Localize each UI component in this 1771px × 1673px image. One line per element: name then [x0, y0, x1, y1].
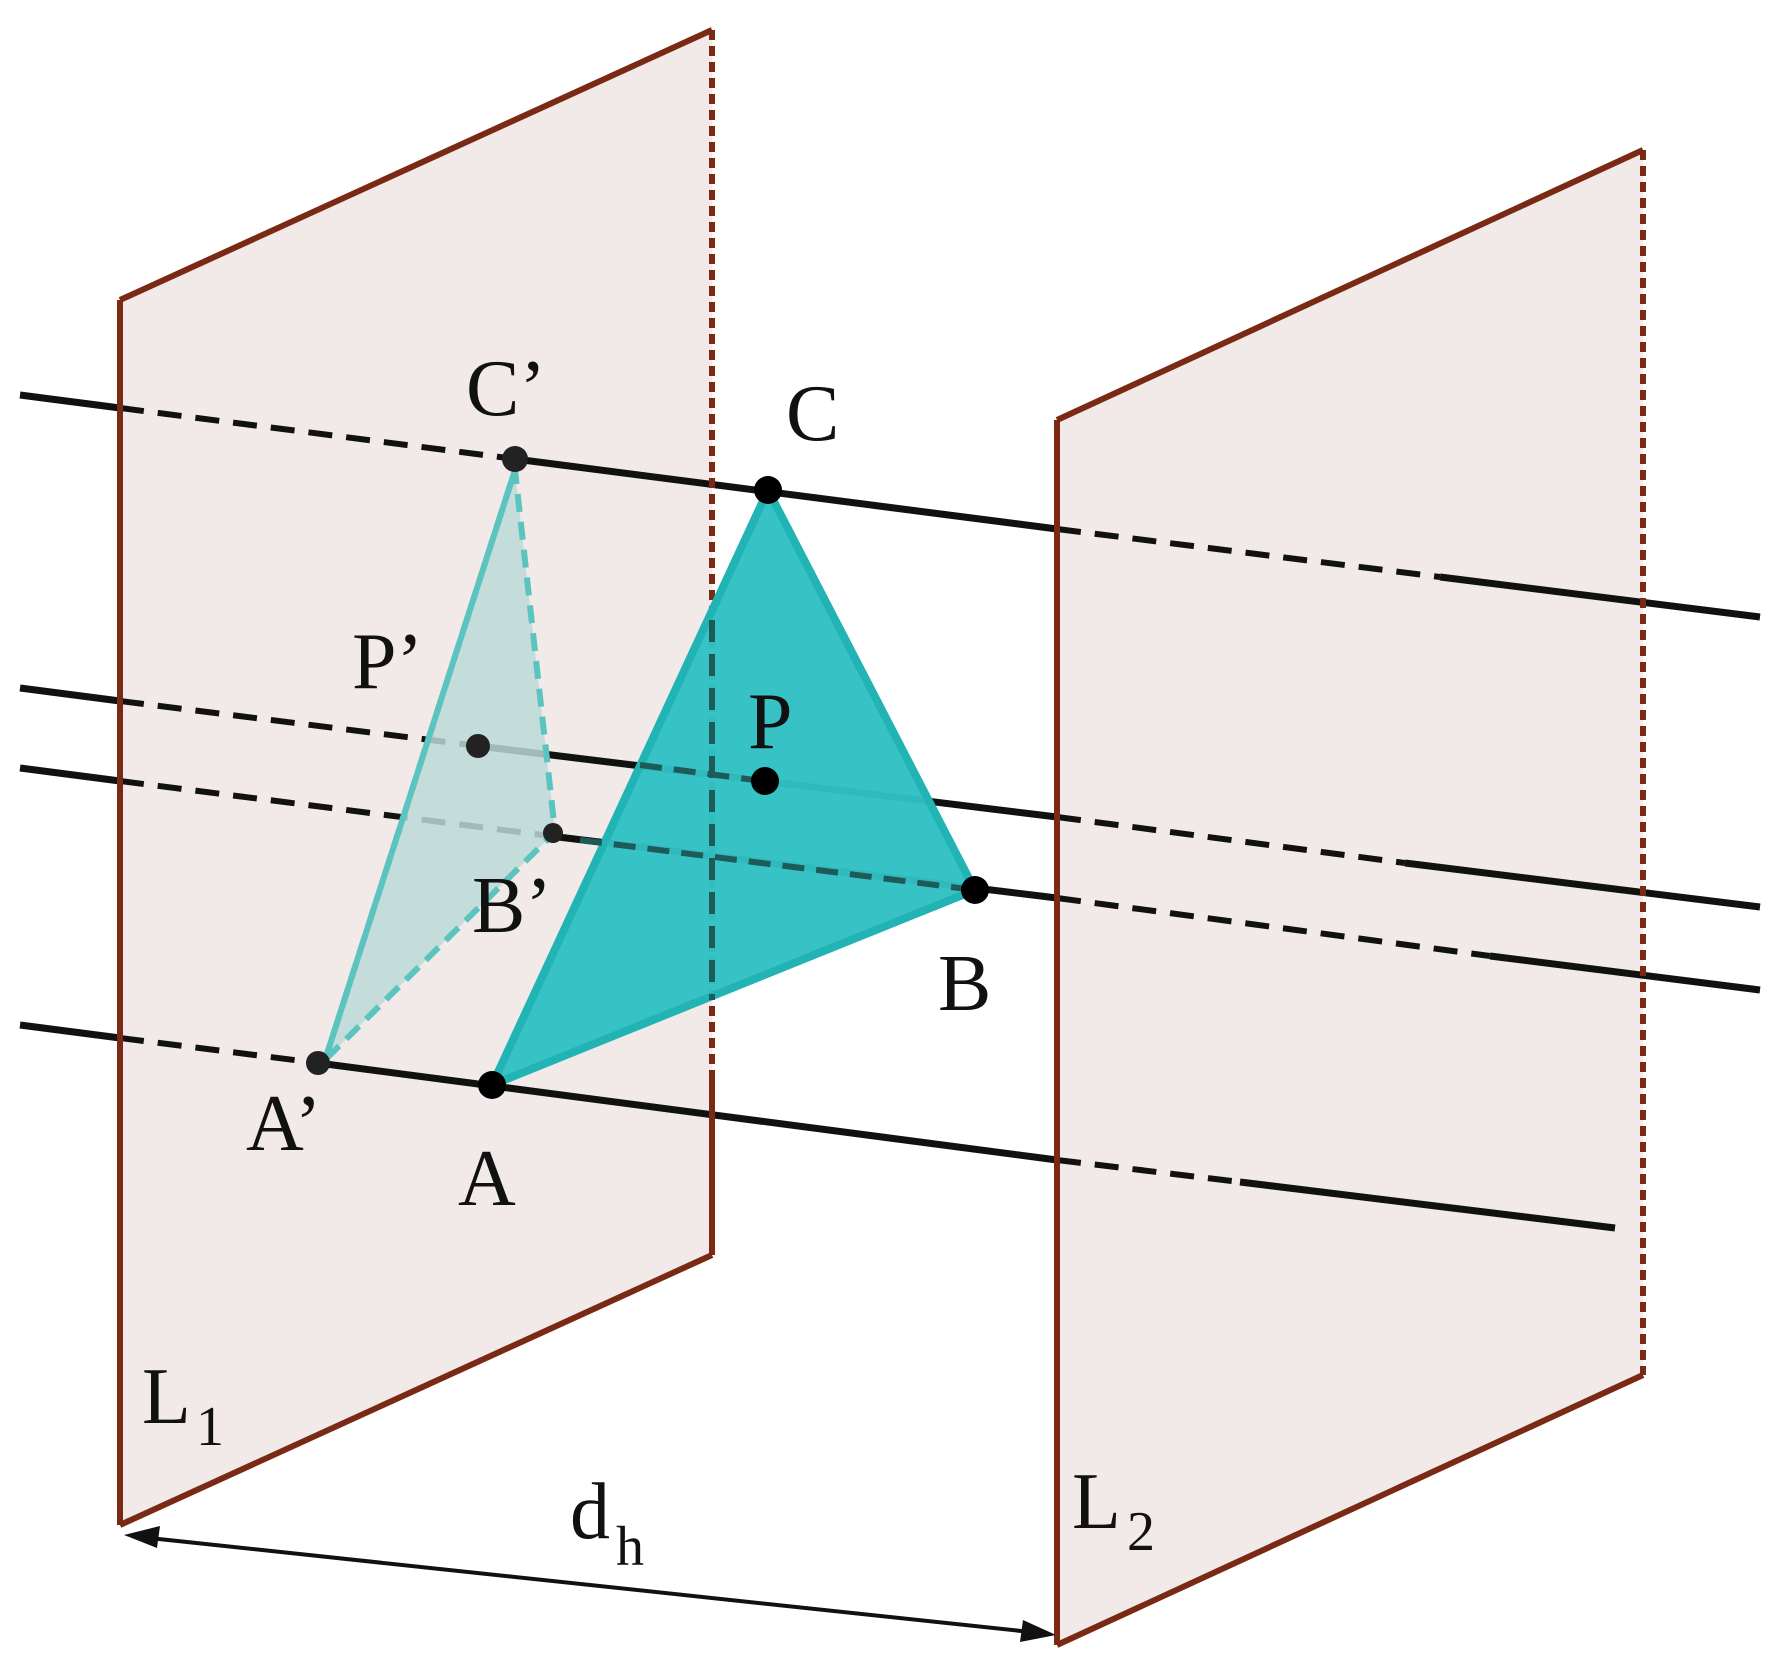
rays-outside — [19, 391, 1761, 1232]
label-l2-subscript: 2 — [1127, 1501, 1155, 1563]
label-a: A — [458, 1135, 516, 1223]
point-b-prime-marker — [543, 823, 563, 843]
rays-through-triangle — [579, 762, 976, 893]
label-c-prime: C’ — [466, 345, 546, 433]
point-a-prime-marker — [306, 1051, 330, 1075]
label-c: C — [786, 370, 839, 458]
label-l2-letter: L — [1072, 1458, 1121, 1546]
distance-arrow — [124, 1526, 1056, 1642]
label-distance-letter: d — [570, 1468, 610, 1556]
point-c-marker — [754, 476, 782, 504]
label-distance-subscript: h — [616, 1516, 644, 1578]
label-l1-subscript: 1 — [196, 1396, 224, 1458]
object-triangle — [488, 486, 979, 1089]
point-c-prime-marker — [502, 446, 528, 472]
label-a-prime: A’ — [246, 1080, 322, 1168]
plane-l2-edges — [1054, 147, 1646, 1648]
point-p-marker — [751, 767, 779, 795]
points — [306, 446, 989, 1099]
label-l1-letter: L — [142, 1353, 191, 1441]
projected-triangle-edge — [322, 469, 518, 1061]
point-a-marker — [478, 1071, 506, 1099]
label-b: B — [938, 940, 991, 1028]
label-distance: d h — [570, 1468, 644, 1578]
label-l1: L 1 — [142, 1353, 224, 1458]
label-p-prime: P’ — [352, 618, 423, 706]
plane-l2 — [1057, 150, 1643, 1645]
label-p: P — [748, 678, 793, 766]
label-b-prime: B’ — [472, 862, 552, 950]
point-b-marker — [961, 876, 989, 904]
label-l2: L 2 — [1072, 1458, 1155, 1563]
point-p-prime-marker — [466, 734, 490, 758]
